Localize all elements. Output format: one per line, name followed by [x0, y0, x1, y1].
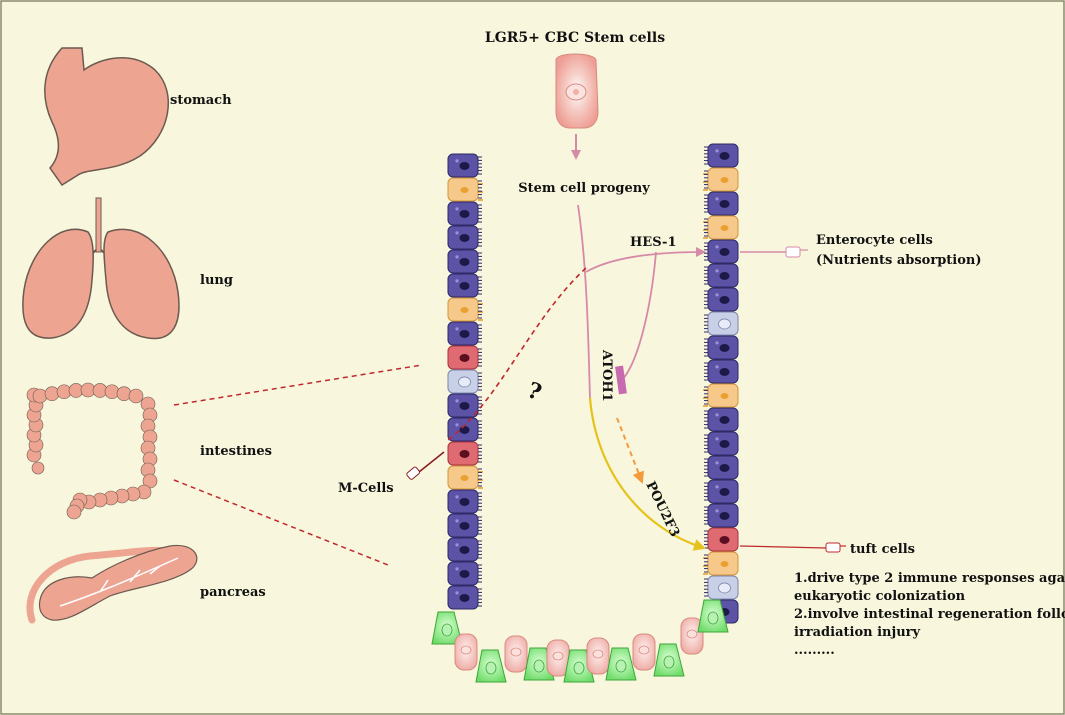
stomach-label: stomach — [170, 93, 232, 108]
tuft-label: tuft cells — [850, 542, 915, 557]
enterocyte-cell — [704, 503, 739, 528]
atoh1-tuft-arrow — [588, 397, 706, 551]
zoom-line-upper — [173, 364, 423, 406]
enterocyte-label: Enterocyte cells — [816, 233, 933, 248]
paneth-cell — [454, 633, 478, 671]
tuft-cell — [703, 551, 739, 576]
goblet-cell — [447, 297, 483, 322]
crypt-base — [431, 599, 729, 683]
tuft-note: 2.involve intestinal regeneration follow… — [794, 607, 1065, 622]
paneth-cell — [447, 369, 482, 394]
enterocyte-cell — [704, 191, 739, 216]
intestines-icon — [26, 382, 158, 520]
enterocyte-cell — [447, 249, 482, 274]
mcell-cell — [447, 345, 482, 370]
crypt-left-wall — [447, 153, 483, 610]
enterocyte-cell — [447, 417, 482, 442]
paneth-cell — [504, 635, 528, 673]
enterocyte-cell — [447, 561, 482, 586]
crypt-base-columnar-cell — [653, 643, 685, 677]
enterocyte-cell — [704, 359, 739, 384]
enterocyte-cell — [704, 407, 739, 432]
enterocyte-cell — [447, 153, 482, 178]
colon-segment — [31, 461, 45, 475]
goblet-cell — [703, 167, 739, 192]
inhibition-bar — [615, 365, 627, 395]
paneth-cell — [586, 637, 610, 675]
enterocyte-cell — [447, 489, 482, 514]
mcell-cell — [704, 527, 739, 552]
enterocyte-cell — [704, 455, 739, 480]
tuft-note: 1.drive type 2 immune responses against — [794, 571, 1065, 586]
enterocyte-cell — [704, 263, 739, 288]
goblet-cell — [703, 215, 739, 240]
lgr5-stem-cell — [555, 53, 599, 129]
tuft-notes: 1.drive type 2 immune responses against … — [794, 571, 1065, 658]
colon-segment — [116, 386, 132, 402]
enterocyte-cell — [447, 273, 482, 298]
enterocyte-sub-label: (Nutrients absorption) — [816, 253, 982, 268]
paneth-cell — [680, 617, 704, 655]
hand-pointer-icon — [825, 542, 846, 553]
colon-segment — [104, 384, 120, 400]
progeny-label: Stem cell progeny — [518, 181, 650, 196]
enterocyte-cell — [704, 287, 739, 312]
enterocyte-cell — [704, 143, 739, 168]
tuft-note: eukaryotic colonization — [794, 589, 966, 604]
colon-segment — [128, 388, 144, 404]
goblet-cell — [447, 465, 483, 490]
enterocyte-cell — [447, 513, 482, 538]
hand-pointer-icon — [785, 246, 808, 258]
zoom-line-lower — [173, 479, 389, 566]
paneth-cell — [704, 311, 739, 336]
tuft-pointer-line — [739, 545, 827, 549]
hand-pointer-icon — [406, 466, 421, 480]
enterocyte-cell — [704, 479, 739, 504]
hes1-label: HES-1 — [630, 235, 677, 250]
lung-icon — [22, 197, 180, 340]
stem-cell-label: LGR5+ CBC Stem cells — [485, 30, 665, 46]
colon-segment — [32, 388, 48, 404]
enterocyte-cell — [447, 537, 482, 562]
stomach-icon — [44, 47, 169, 187]
goblet-cell — [447, 177, 483, 202]
hes1-inhibition-line — [621, 251, 657, 381]
enterocyte-cell — [447, 201, 482, 226]
pancreas-icon — [26, 544, 198, 624]
enterocyte-cell — [704, 431, 739, 456]
mcell-dashed-arrow — [447, 267, 587, 441]
colon-segment — [44, 386, 60, 402]
paneth-cell — [632, 633, 656, 671]
tuft-note: ......... — [794, 643, 835, 658]
crypt-base-columnar-cell — [697, 599, 729, 633]
crypt-base-columnar-cell — [605, 647, 637, 681]
enterocyte-cell — [447, 321, 482, 346]
intestines-label: intestines — [200, 444, 272, 459]
crypt-base-columnar-cell — [431, 611, 463, 645]
enterocyte-cell — [704, 335, 739, 360]
enterocyte-cell — [704, 239, 739, 264]
paneth-cell — [704, 575, 739, 600]
lung-label: lung — [200, 273, 233, 288]
crypt-base-columnar-cell — [475, 649, 507, 683]
pancreas-label: pancreas — [200, 585, 266, 600]
mcells-label: M-Cells — [338, 481, 394, 496]
atoh1-label: ATOH1 — [599, 349, 614, 402]
enterocyte-cell — [447, 225, 482, 250]
tuft-note: irradiation injury — [794, 625, 920, 640]
colon-segment — [66, 504, 82, 520]
enterocyte-cell — [447, 393, 482, 418]
progeny-lineage-line — [577, 204, 591, 401]
hes1-arrow — [585, 247, 706, 273]
mcell-cell — [447, 441, 482, 466]
pou2f3-dashed-arrow — [616, 417, 644, 484]
enterocyte-cell — [447, 585, 482, 610]
goblet-cell — [703, 383, 739, 408]
